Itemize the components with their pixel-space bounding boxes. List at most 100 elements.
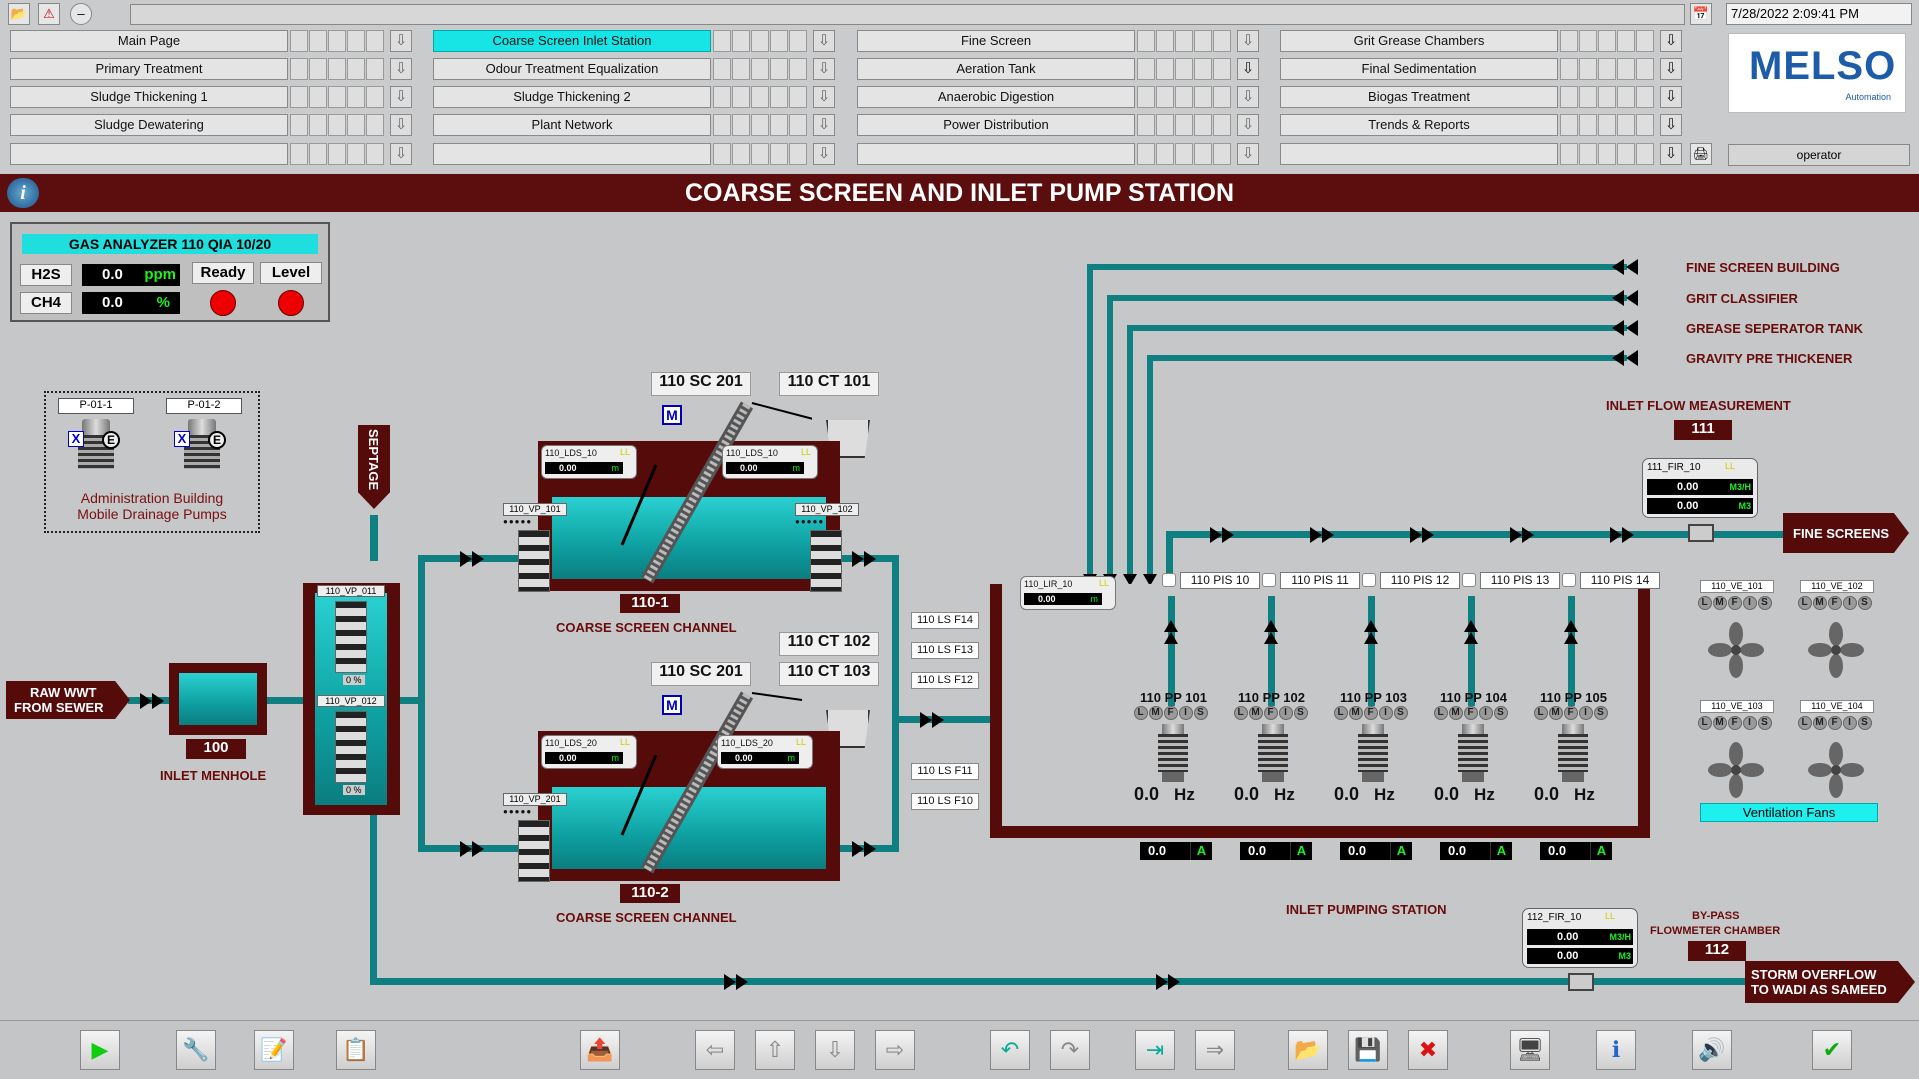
nav-indicator (789, 86, 807, 108)
refresh-icon[interactable]: ↶ (990, 1030, 1030, 1070)
pump-riser-pipe (1168, 596, 1175, 706)
run-icon[interactable]: ▶ (80, 1030, 120, 1070)
nav-arrow-down-icon[interactable]: ⇩ (390, 30, 412, 52)
nav-button[interactable]: Odour Treatment Equalization (433, 58, 711, 80)
nav-arrow-down-icon[interactable]: ⇩ (1660, 114, 1682, 136)
nav-arrow-down-icon[interactable]: ⇩ (390, 114, 412, 136)
fine-screens-dest[interactable]: FINE SCREENS (1783, 513, 1909, 553)
notes-icon[interactable]: 📝 (254, 1030, 294, 1070)
submersible-pump[interactable] (1158, 724, 1188, 784)
back-icon[interactable]: ⇦ (695, 1030, 735, 1070)
ch1-screen-conveyor[interactable] (612, 395, 818, 595)
nav-button[interactable]: Sludge Thickening 2 (433, 86, 711, 108)
submersible-pump[interactable] (1358, 724, 1388, 784)
nav-button[interactable]: Final Sedimentation (1280, 58, 1558, 80)
fan-icon[interactable] (1708, 742, 1764, 798)
ch1-tag: 110-1 (620, 594, 680, 613)
nav-button[interactable]: Plant Network (433, 114, 711, 136)
nav-button[interactable]: Biogas Treatment (1280, 86, 1558, 108)
nav-arrow-down-icon[interactable]: ⇩ (1660, 30, 1682, 52)
next-page-icon[interactable]: ⇒ (1195, 1030, 1235, 1070)
nav-arrow-down-icon[interactable]: ⇩ (813, 58, 835, 80)
folder-icon[interactable]: 📂 (8, 3, 30, 25)
drainage-caption-2: Mobile Drainage Pumps (77, 506, 227, 522)
nav-arrow-down-icon[interactable]: ⇩ (390, 58, 412, 80)
pump-speed: 0.0 Hz (1334, 784, 1395, 804)
open-icon[interactable]: 📂 (1288, 1030, 1328, 1070)
nav-button[interactable]: Fine Screen (857, 30, 1135, 52)
nav-arrow-down-icon[interactable]: ⇩ (1660, 86, 1682, 108)
nav-button[interactable] (10, 143, 288, 165)
fan-icon[interactable] (1808, 622, 1864, 678)
screen-icon[interactable]: 🖨 (1690, 143, 1712, 165)
ch2-motor-icon[interactable]: M (662, 695, 682, 715)
nav-button[interactable] (433, 143, 711, 165)
up-icon[interactable]: ⇧ (755, 1030, 795, 1070)
cancel-icon[interactable]: ✖ (1408, 1030, 1448, 1070)
nav-button[interactable] (857, 143, 1135, 165)
nav-button[interactable]: Anaerobic Digestion (857, 86, 1135, 108)
nav-arrow-down-icon[interactable]: ⇩ (390, 86, 412, 108)
nav-arrow-down-icon[interactable]: ⇩ (390, 143, 412, 165)
report-icon[interactable]: 📋 (336, 1030, 376, 1070)
nav-button[interactable]: Primary Treatment (10, 58, 288, 80)
ch2-screen-conveyor[interactable] (612, 685, 812, 885)
forward-icon[interactable]: ⇨ (875, 1030, 915, 1070)
level-switch-tag: 110 LS F11 (911, 763, 979, 780)
info-icon[interactable]: i (2, 175, 42, 211)
save-icon[interactable]: 💾 (1348, 1030, 1388, 1070)
import-icon[interactable]: ⇥ (1135, 1030, 1175, 1070)
submersible-pump[interactable] (1258, 724, 1288, 784)
nav-button[interactable] (1280, 143, 1558, 165)
nav-button[interactable]: Main Page (10, 30, 288, 52)
valve-vp011[interactable] (335, 601, 367, 673)
nav-arrow-down-icon[interactable]: ⇩ (1237, 86, 1259, 108)
ventilation-fans-label[interactable]: Ventilation Fans (1700, 803, 1878, 822)
fan-icon[interactable] (1708, 622, 1764, 678)
nav-button[interactable]: Coarse Screen Inlet Station (433, 30, 711, 52)
nav-button[interactable]: Sludge Dewatering (10, 114, 288, 136)
drainage-pump-2[interactable]: X E (174, 419, 230, 469)
pump-tag: 110 PP 103 (1340, 690, 1407, 705)
submersible-pump[interactable] (1458, 724, 1488, 784)
nav-button[interactable]: Sludge Thickening 1 (10, 86, 288, 108)
calendar-icon[interactable]: 📅 (1690, 3, 1712, 25)
storm-overflow-dest[interactable]: STORM OVERFLOW TO WADI AS SAMEED (1745, 961, 1915, 1003)
nav-arrow-down-icon[interactable]: ⇩ (1660, 143, 1682, 165)
info-icon[interactable]: ℹ (1596, 1030, 1636, 1070)
redo-icon[interactable]: ↷ (1050, 1030, 1090, 1070)
nav-button[interactable]: Trends & Reports (1280, 114, 1558, 136)
valve-vp012[interactable] (335, 711, 367, 783)
nav-arrow-down-icon[interactable]: ⇩ (1237, 114, 1259, 136)
nav-arrow-down-icon[interactable]: ⇩ (813, 30, 835, 52)
tools-icon[interactable]: 🔧 (176, 1030, 216, 1070)
nav-arrow-down-icon[interactable]: ⇩ (1237, 58, 1259, 80)
fan-tag: 110_VE_103 (1700, 700, 1774, 713)
nav-arrow-down-icon[interactable]: ⇩ (813, 114, 835, 136)
nav-button[interactable]: Aeration Tank (857, 58, 1135, 80)
sound-icon[interactable]: 🔊 (1692, 1030, 1732, 1070)
alarm-icon[interactable]: ⚠ (38, 3, 60, 25)
valve-ch1-out[interactable] (810, 530, 842, 592)
nav-button[interactable]: Grit Grease Chambers (1280, 30, 1558, 52)
ch1-motor-icon[interactable]: M (662, 405, 682, 425)
nav-arrow-down-icon[interactable]: ⇩ (813, 86, 835, 108)
fan-icon[interactable] (1808, 742, 1864, 798)
drainage-pump-1[interactable]: X E (68, 419, 124, 469)
valve-ch1-in[interactable] (518, 530, 550, 592)
nav-arrow-down-icon[interactable]: ⇩ (1237, 143, 1259, 165)
monitor-icon[interactable]: 🖥 (1510, 1030, 1550, 1070)
valve-ch2-in[interactable] (518, 820, 550, 882)
status-s-icon: S (1858, 596, 1872, 610)
submersible-pump[interactable] (1558, 724, 1588, 784)
nav-button[interactable]: Power Distribution (857, 114, 1135, 136)
down-icon[interactable]: ⇩ (815, 1030, 855, 1070)
nav-arrow-down-icon[interactable]: ⇩ (1237, 30, 1259, 52)
status-i-icon: I (1179, 706, 1193, 720)
minimize-icon[interactable]: – (70, 3, 92, 25)
confirm-icon[interactable]: ✔ (1812, 1030, 1852, 1070)
export-icon[interactable]: 📤 (580, 1030, 620, 1070)
inlet-manhole[interactable] (169, 663, 267, 735)
nav-arrow-down-icon[interactable]: ⇩ (1660, 58, 1682, 80)
nav-arrow-down-icon[interactable]: ⇩ (813, 143, 835, 165)
